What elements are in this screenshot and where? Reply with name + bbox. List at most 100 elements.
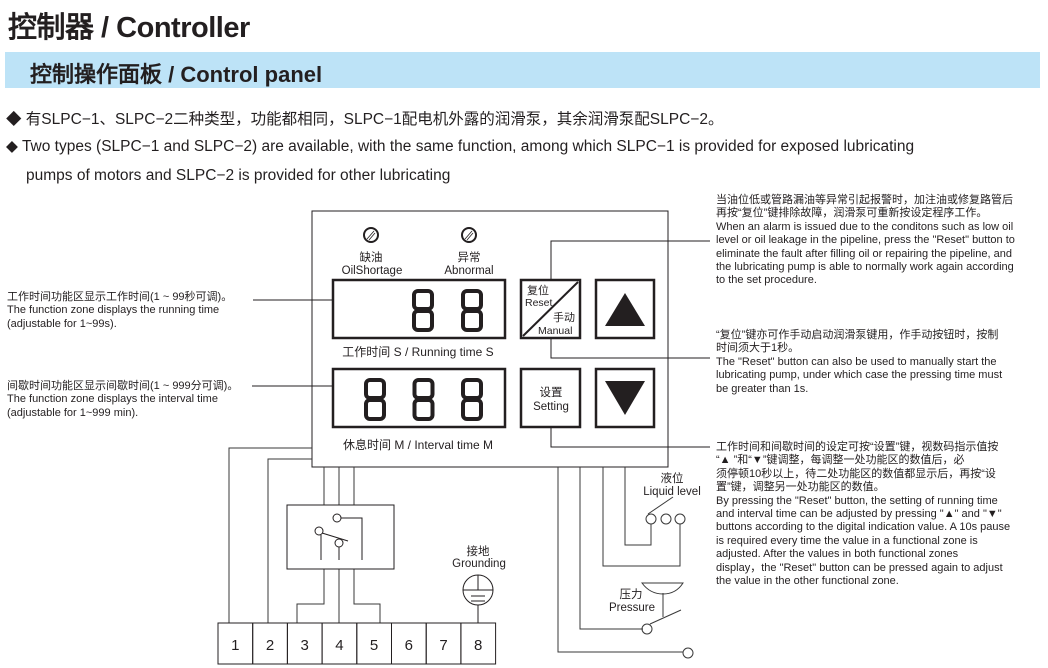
abnormal-indicator-icon	[461, 227, 477, 243]
liquid-level-label-zh: 液位	[661, 471, 684, 485]
liquid-level-label-en: Liquid level	[643, 486, 701, 498]
relay-contact-icon	[314, 526, 324, 536]
grounding: 接地 Grounding	[452, 545, 506, 623]
note-line: By pressing the "Reset" button, the sett…	[716, 494, 998, 507]
leader-lines	[252, 240, 710, 448]
seven-segment-digit	[461, 289, 483, 332]
note-running: 工作时间功能区显示工作时间(1 ~ 99秒可调)。 The function z…	[7, 291, 232, 331]
pressure-switch-icon	[641, 582, 684, 595]
setting-button[interactable]: 设置 Setting	[519, 367, 582, 429]
note-line: 再按“复位”键排除故障，润滑泵可重新按设定程序工作。	[716, 207, 988, 220]
terminal-number: 8	[474, 637, 482, 654]
note-line: When an alarm is issued due to the condi…	[716, 220, 1014, 233]
bullet-en-1: ◆ Two types (SLPC−1 and SLPC−2) are avai…	[6, 138, 915, 155]
down-button[interactable]	[594, 367, 656, 429]
note-line: the value in the other functional zone.	[716, 575, 899, 588]
note-line: buttons according to the digital indicat…	[716, 521, 1011, 534]
note-line: eliminate the fault after filling oil or…	[716, 247, 1012, 260]
note-line: 工作时间功能区显示工作时间(1 ~ 99秒可调)。	[7, 291, 233, 303]
note-line: 置”键，调整另一处功能区的数值。	[716, 481, 885, 494]
note-line: display，the "Reset" button can be presse…	[716, 561, 1003, 574]
terminal-number: 5	[370, 637, 378, 654]
interval-time-label: 休息时间 M / Interval time M	[343, 437, 493, 452]
manual-label-zh: 手动	[553, 310, 575, 324]
pressure-label-en: Pressure	[609, 602, 655, 614]
note-line: (adjustable for 1~999 min).	[7, 406, 139, 419]
terminal-contact-icon	[682, 647, 694, 659]
note-line: The function zone displays the running t…	[7, 304, 220, 317]
terminal-number: 3	[301, 637, 309, 654]
setting-label-zh: 设置	[540, 386, 563, 399]
running-time-digits	[412, 289, 483, 332]
note-line: is required every time the value in a fu…	[716, 534, 978, 547]
relay-contact-icon	[332, 513, 342, 523]
note-line: and interval time can be adjusted by pre…	[716, 508, 1002, 521]
note-line: “复位”键亦可作手动启动润滑泵键用，作手动按钮时，按制	[716, 329, 999, 341]
oil-label-zh: 缺油	[360, 250, 383, 264]
wiring-right: 液位 Liquid level 压力 Pressure	[557, 467, 701, 659]
note-line: be greater than 1s.	[716, 382, 809, 395]
note-line: 间歇时间功能区显示间歇时间(1 ~ 999分可调)。	[7, 380, 239, 392]
terminal-number: 4	[335, 637, 343, 654]
reset-label-zh: 复位	[527, 283, 549, 297]
terminal-number: 7	[439, 637, 447, 654]
seven-segment-digit	[412, 289, 434, 332]
reset-label-en: Reset	[525, 297, 553, 309]
wiring-left	[228, 447, 381, 623]
liquid-level-contact-icon	[660, 513, 672, 525]
down-arrow-icon	[605, 381, 645, 415]
note-setting: 工作时间和间歇时间的设定可按“设置”键，视数码指示值按 “▲ ”和“▼”键调整，…	[716, 441, 1010, 588]
note-line: 须停顿10秒以上，待二处功能区的数值都显示后，再按“设	[716, 467, 996, 480]
note-manual: “复位”键亦可作手动启动润滑泵键用，作手动按钮时，按制 时间须大于1秒。 The…	[716, 329, 1002, 396]
manual-label-en: Manual	[538, 325, 572, 337]
note-line: (adjustable for 1~99s).	[7, 317, 117, 330]
running-time-label: 工作时间 S / Running time S	[342, 345, 493, 359]
grounding-label-en: Grounding	[452, 558, 506, 570]
section-title: 控制操作面板 / Control panel	[30, 62, 323, 87]
note-line: The function zone displays the interval …	[7, 393, 218, 406]
note-line: 工作时间和间歇时间的设定可按“设置”键，视数码指示值按	[716, 441, 999, 453]
up-button[interactable]	[594, 278, 656, 340]
grounding-label-zh: 接地	[467, 545, 490, 558]
running-time-display	[331, 278, 507, 340]
note-line: The "Reset" button can also be used to m…	[716, 355, 997, 368]
abnormal-label-en: Abnormal	[444, 265, 493, 277]
note-line: level or oil leakage in the pipeline, pr…	[716, 234, 1015, 247]
bullet-en-2: pumps of motors and SLPC−2 is provided f…	[26, 167, 451, 184]
abnormal-label-zh: 异常	[458, 251, 481, 264]
note-line: the lubricating pump is able to normally…	[716, 261, 1014, 274]
terminal-number: 6	[405, 637, 413, 654]
note-interval: 间歇时间功能区显示间歇时间(1 ~ 999分可调)。 The function …	[7, 380, 238, 420]
note-alarm: 当油位低或管路漏油等异常引起报警时，加注油或修复路管后 再按“复位”键排除故障，…	[716, 194, 1015, 288]
note-line: 当油位低或管路漏油等异常引起报警时，加注油或修复路管后	[716, 194, 1013, 206]
terminal-number: 2	[266, 637, 274, 654]
control-panel	[311, 210, 669, 468]
interval-time-digits	[364, 378, 483, 421]
relay-contact-icon	[334, 538, 344, 548]
section-band	[5, 52, 1040, 88]
reset-manual-button[interactable]: 复位 Reset 手动 Manual	[519, 278, 582, 340]
seven-segment-digit	[461, 378, 483, 421]
note-line: to the set procedure.	[716, 274, 817, 287]
oil-shortage-indicator-icon	[363, 227, 379, 243]
terminal-8	[460, 622, 497, 665]
liquid-level-contact-icon	[674, 513, 686, 525]
note-line: lubricating pump, under which case the p…	[716, 369, 1003, 382]
note-line: 时间须大于1秒。	[716, 342, 800, 355]
seven-segment-digit	[364, 378, 386, 421]
seven-segment-digit	[412, 378, 435, 421]
pressure-contact-icon	[641, 623, 653, 635]
note-line: “▲ ”和“▼”键调整，每调整一处功能区的数值后，必	[716, 454, 965, 467]
liquid-level-contact-icon	[645, 513, 657, 525]
relay-box	[286, 504, 395, 570]
oil-label-en: OilShortage	[342, 265, 403, 277]
note-line: adjusted. After the values in both funct…	[716, 548, 959, 561]
pressure-label-zh: 压力	[620, 588, 643, 601]
bullet-zh: ◆ 有SLPC−1、SLPC−2二种类型，功能都相同，SLPC−1配电机外露的润…	[6, 111, 724, 128]
page-title: 控制器 / Controller	[8, 12, 250, 44]
interval-time-display	[331, 367, 507, 429]
up-arrow-icon	[605, 293, 645, 326]
